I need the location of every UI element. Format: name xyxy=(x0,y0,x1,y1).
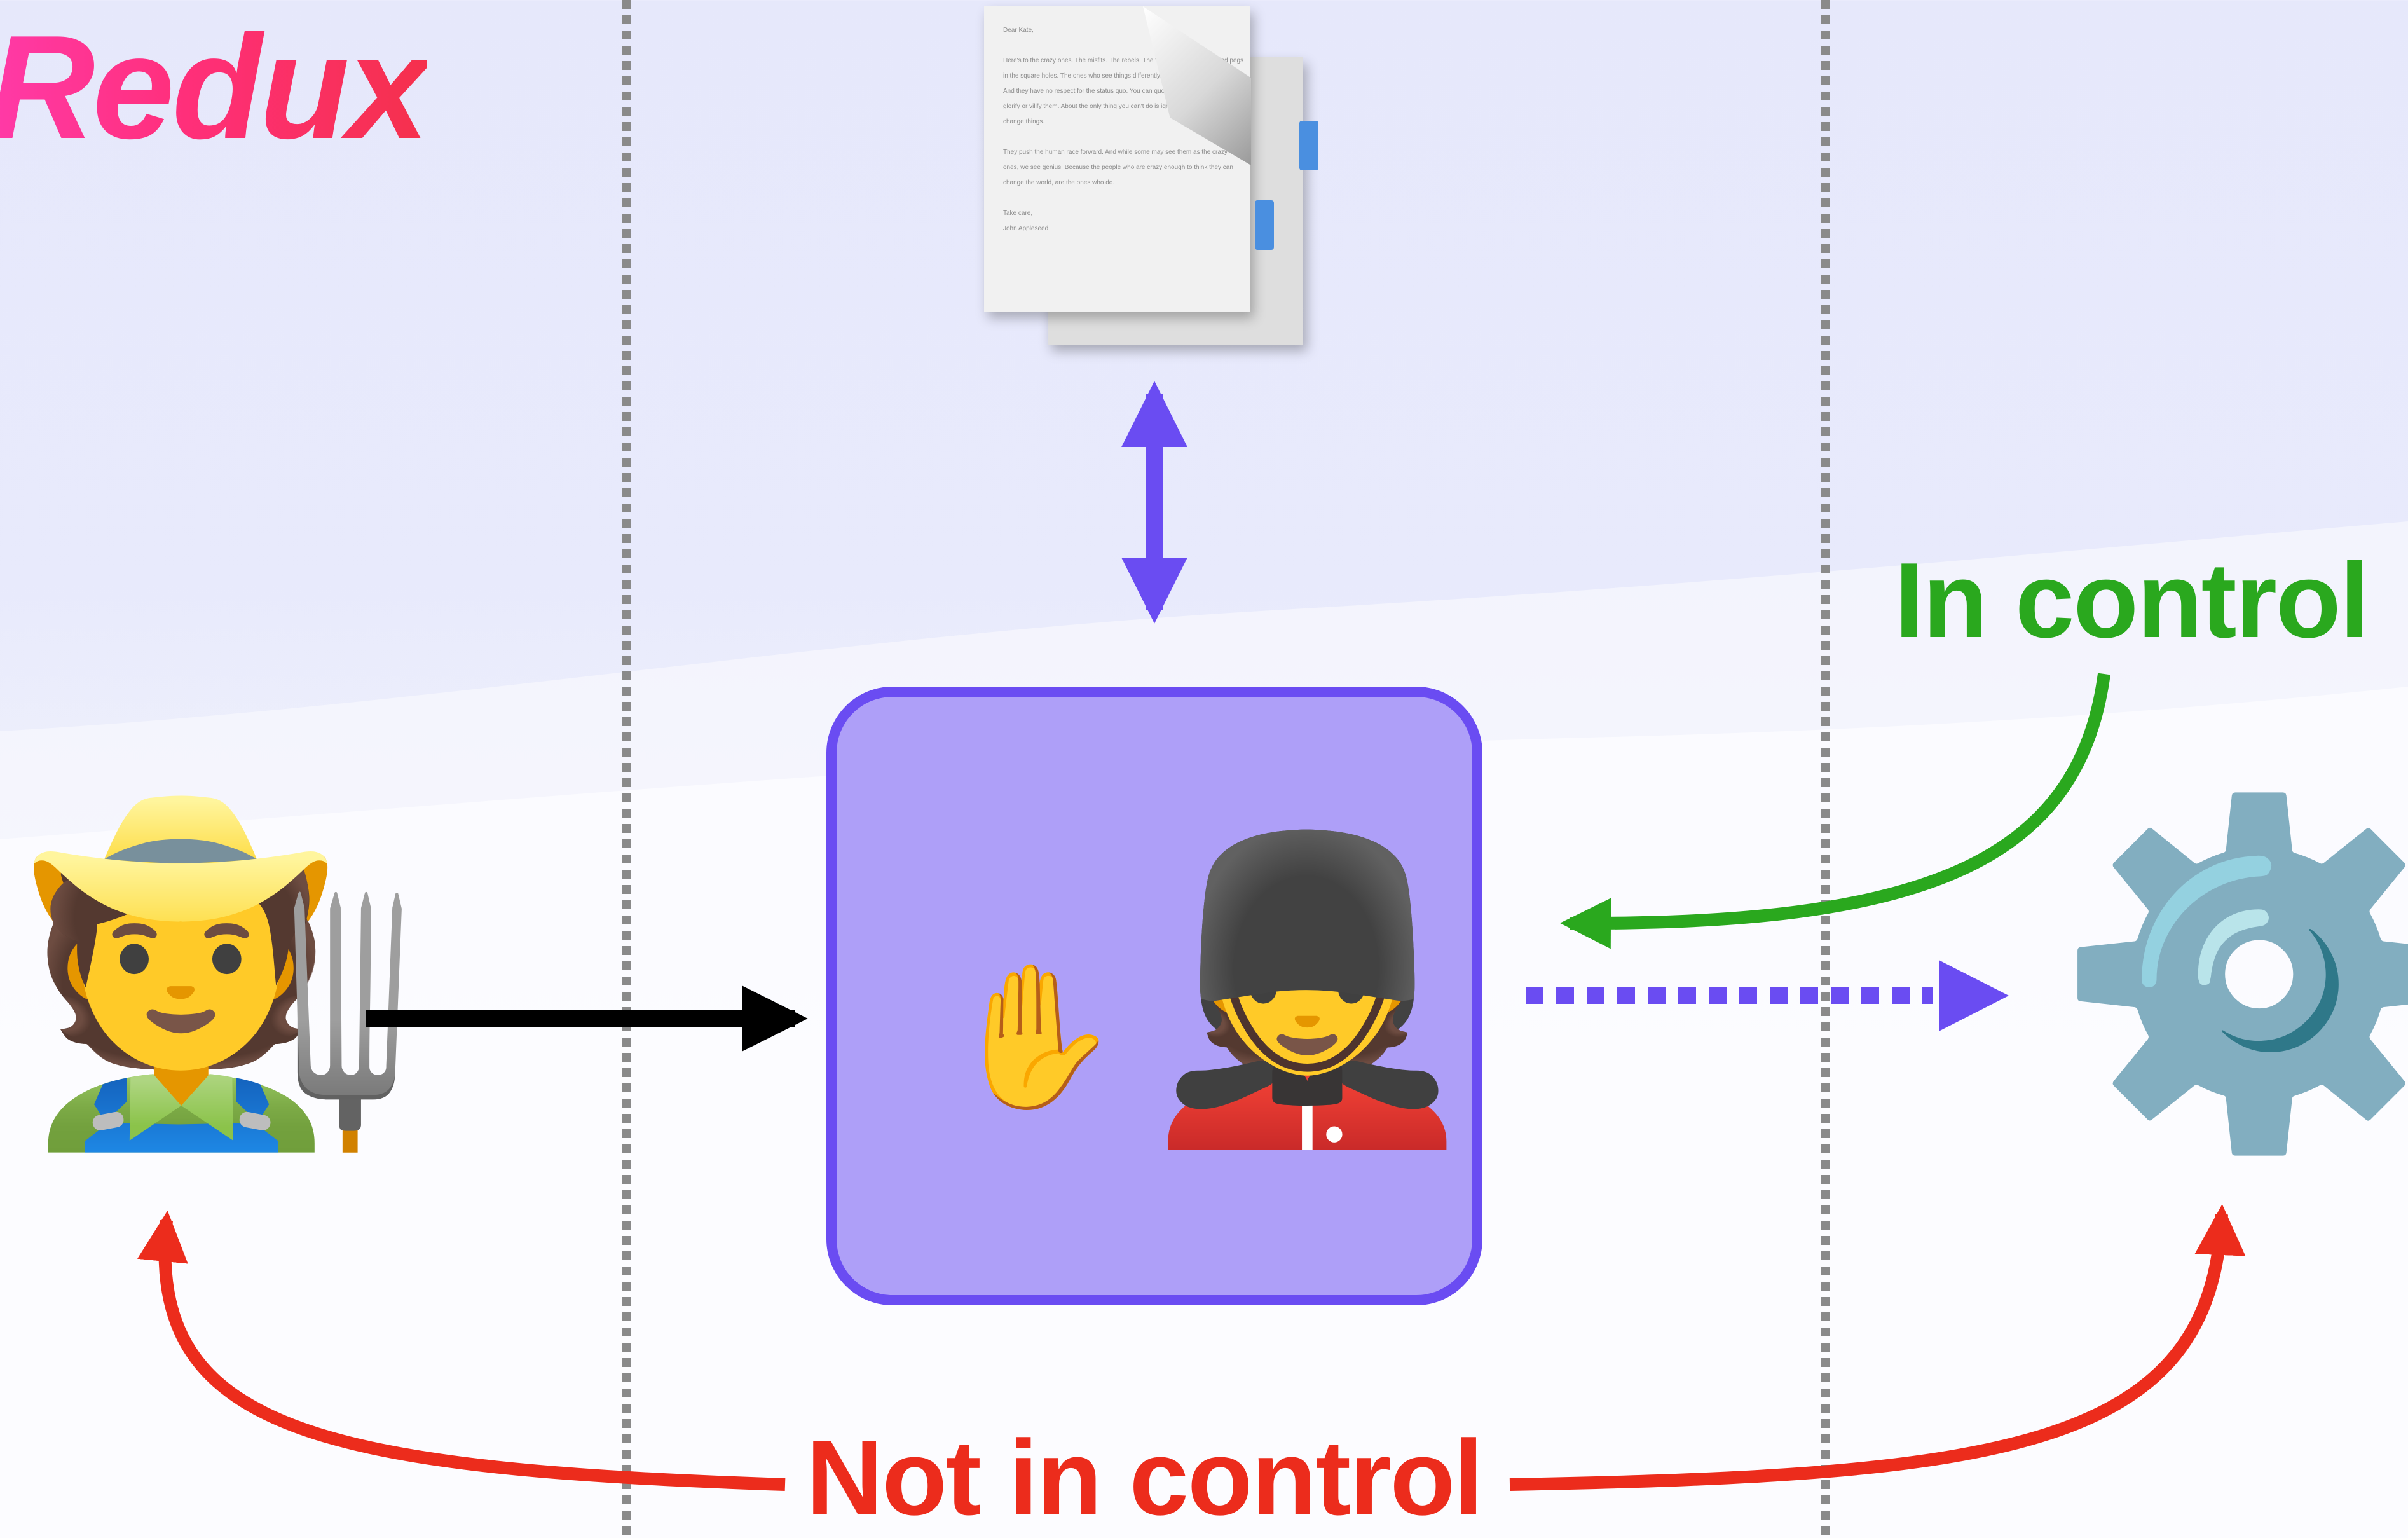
guard-box xyxy=(826,687,1482,1305)
royal-guard-emoji: 💂 xyxy=(1125,818,1489,1158)
title: Redux xyxy=(0,14,429,161)
dotted-effect-arrowhead xyxy=(1939,960,2009,1031)
not-in-control-left-curve xyxy=(137,1211,786,1491)
not-in-control-label: Not in control xyxy=(806,1418,1484,1537)
document-front-sheet: Dear Kate, Here's to the crazy ones. The… xyxy=(984,6,1251,312)
document-icon: Dear Kate, Here's to the crazy ones. The… xyxy=(984,6,1318,347)
divider-right xyxy=(1821,0,1830,1538)
farmer-emoji: 🧑‍🌾 xyxy=(13,777,425,1162)
document-tab-upper xyxy=(1299,121,1318,170)
gear-emoji: ⚙️ xyxy=(2053,780,2408,1165)
document-tab-lower xyxy=(1255,200,1274,250)
raised-hand-emoji: ✋ xyxy=(947,955,1121,1118)
not-in-control-right-curve xyxy=(1509,1204,2246,1491)
divider-left xyxy=(622,0,631,1538)
in-control-label: In control xyxy=(1894,540,2369,660)
in-control-arrow xyxy=(1560,673,2110,949)
